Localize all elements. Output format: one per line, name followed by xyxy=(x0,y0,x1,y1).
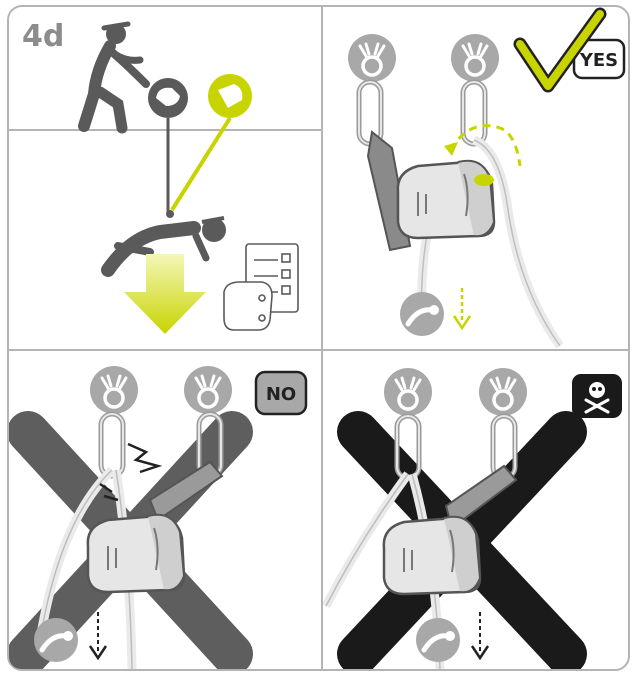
fall-arrow-icon xyxy=(124,254,206,334)
checkmark-icon xyxy=(516,10,604,90)
belay-device-icon xyxy=(382,515,482,596)
rope-highlight xyxy=(170,116,232,212)
checklist-icon xyxy=(223,243,299,331)
falling-person-icon xyxy=(34,618,78,662)
anchor-right-icon xyxy=(182,364,234,416)
no-badge-label: NO xyxy=(266,384,296,405)
belay-device-icon xyxy=(86,513,186,594)
skull-crossbones-icon xyxy=(572,374,622,418)
motion-arc xyxy=(448,124,522,167)
falling-person-icon xyxy=(400,292,444,336)
anchor-left-icon xyxy=(382,366,434,418)
yes-badge-label: YES xyxy=(579,50,618,71)
panel-bottom-right xyxy=(323,366,622,669)
belayer-figure-icon xyxy=(78,21,150,134)
step-label: 4d xyxy=(22,19,64,54)
anchor-right-icon xyxy=(449,32,501,84)
carabiner-left-icon xyxy=(101,414,123,476)
device-bubble-icon xyxy=(148,78,188,118)
anchor-left-icon xyxy=(88,364,140,416)
panel-bottom-left: NO xyxy=(9,364,308,669)
panel-top-left: 4d xyxy=(22,19,299,334)
belay-device-icon xyxy=(396,159,496,240)
yes-badge: YES xyxy=(513,7,626,93)
carabiner-right-icon xyxy=(463,82,485,144)
device-bubble-highlight-icon xyxy=(208,74,252,118)
impact-icon xyxy=(127,442,163,474)
anchor-left-icon xyxy=(346,32,398,84)
falling-person-icon xyxy=(416,618,460,662)
no-badge: NO xyxy=(254,370,308,416)
panel-frame xyxy=(7,5,630,671)
carabiner-left-icon xyxy=(359,82,381,144)
falling-climber-icon xyxy=(101,210,226,277)
panel-top-right: YES xyxy=(346,7,626,349)
anchor-right-icon xyxy=(477,366,529,418)
